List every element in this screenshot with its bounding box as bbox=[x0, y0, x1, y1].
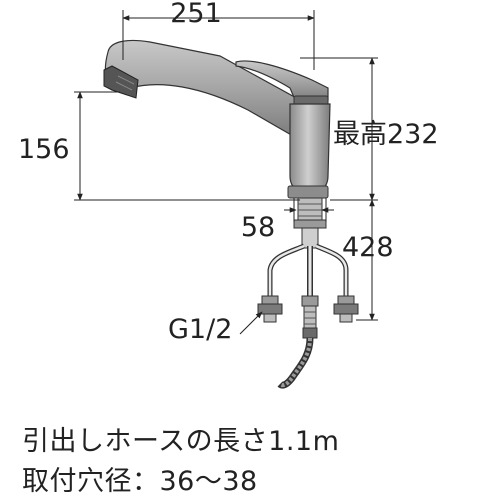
dim-max-height-label: 最高232 bbox=[333, 119, 439, 150]
dim-below-length-label: 428 bbox=[342, 232, 394, 263]
note-hose-length: 引出しホースの長さ1.1m bbox=[22, 426, 340, 457]
dim-spout-height-label: 156 bbox=[18, 134, 70, 165]
faucet-base bbox=[287, 185, 329, 199]
connector-center bbox=[301, 295, 319, 329]
dim-thread-label: G1/2 bbox=[168, 314, 232, 345]
lock-nut bbox=[293, 219, 327, 229]
spray-head-icon bbox=[103, 65, 139, 99]
faucet-illustration bbox=[103, 39, 359, 389]
mounting-shank bbox=[297, 197, 323, 221]
dimension-lines bbox=[74, 10, 378, 335]
dim-width-label: 251 bbox=[170, 0, 222, 29]
hose-tail bbox=[277, 327, 318, 389]
faucet-body bbox=[289, 103, 331, 193]
note-mounting-hole: 取付穴径：36～38 bbox=[22, 466, 258, 497]
dim-base-diameter-label: 58 bbox=[241, 212, 275, 243]
connector-right bbox=[333, 295, 359, 323]
connector-left bbox=[257, 295, 283, 323]
